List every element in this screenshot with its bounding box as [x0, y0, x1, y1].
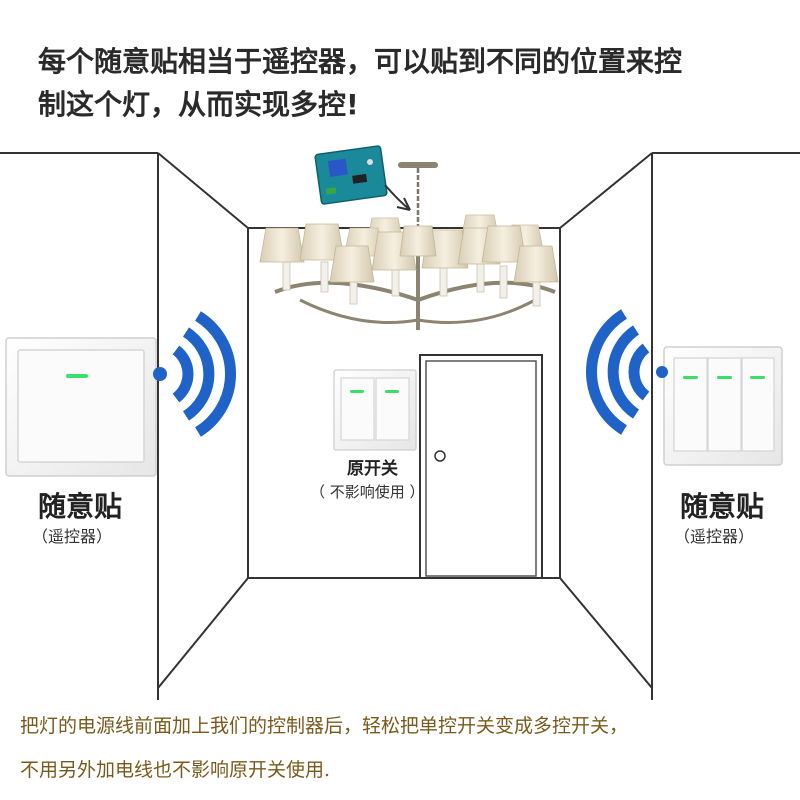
- chandelier-icon: [259, 162, 559, 330]
- footer-line-1: 把灯的电源线前面加上我们的控制器后，轻松把单控开关变成多控开关，: [20, 715, 629, 737]
- pcb-receiver-icon: [314, 145, 388, 205]
- center-wall-switch-icon: [333, 369, 417, 451]
- left-switch-title: 随意贴: [38, 490, 123, 523]
- door-knob-icon: [434, 450, 446, 462]
- left-switch-subtitle: （遥控器）: [32, 527, 113, 546]
- door: [419, 354, 543, 579]
- headline: 每个随意贴相当于遥控器，可以贴到不同的位置来控 制这个灯，从而实现多控!: [38, 40, 778, 126]
- wifi-signal-icon: [586, 309, 668, 435]
- right-switch-subtitle: （遥控器）: [674, 527, 755, 546]
- right-switch-title: 随意贴: [680, 490, 765, 523]
- left-wall-switch-icon: [5, 337, 157, 477]
- headline-line-1: 每个随意贴相当于遥控器，可以贴到不同的位置来控: [38, 45, 683, 78]
- headline-line-2: 制这个灯，从而实现多控!: [38, 88, 359, 121]
- footer-note: 把灯的电源线前面加上我们的控制器后，轻松把单控开关变成多控开关， 不用另外加电线…: [20, 704, 790, 792]
- wifi-signal-icon: [153, 311, 236, 437]
- footer-line-2: 不用另外加电线也不影响原开关使用.: [20, 759, 331, 781]
- center-switch-title: 原开关: [347, 459, 398, 479]
- center-switch-subtitle: （ 不影响使用 ）: [310, 483, 425, 501]
- right-wall-switch-icon: [663, 346, 783, 466]
- arrow-icon: [384, 184, 411, 211]
